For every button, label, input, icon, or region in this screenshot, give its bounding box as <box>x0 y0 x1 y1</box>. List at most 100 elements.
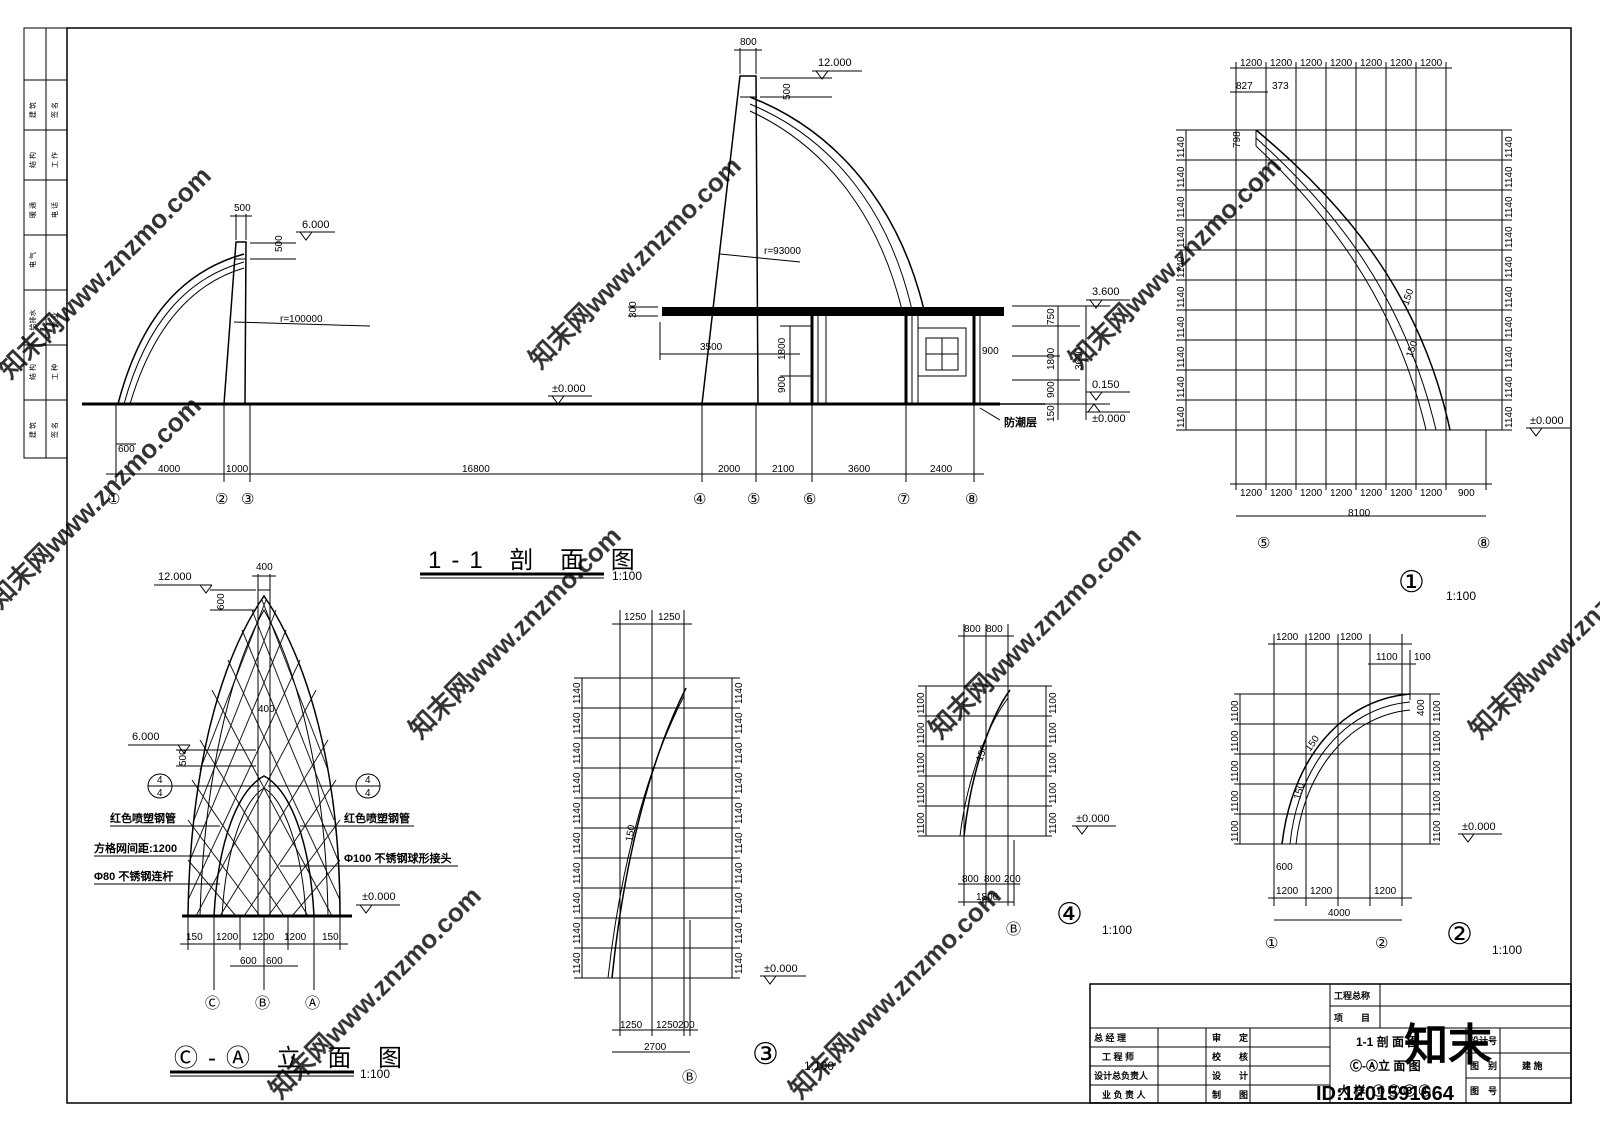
section-1-1: 500 500 6.000 r=100000 800 500 12.000 r=… <box>82 37 1130 583</box>
vdim-900-win: 900 <box>982 346 999 357</box>
svg-text:1200: 1200 <box>1300 488 1323 499</box>
detail4-total: 1800 <box>976 892 999 903</box>
svg-text:1100: 1100 <box>916 812 927 834</box>
svg-text:1140: 1140 <box>734 952 745 974</box>
detail2-arc-c: 400 <box>1416 699 1427 716</box>
tb-role-2: 工 程 师 <box>1102 1051 1134 1062</box>
strip-cell-5: 电 气 <box>28 252 37 268</box>
detail3-bottom-3: 200 <box>678 1020 695 1031</box>
tb-role-4: 业 负 责 人 <box>1102 1089 1147 1100</box>
detail4-axis: Ⓑ <box>1006 921 1021 938</box>
svg-text:1200: 1200 <box>1390 488 1413 499</box>
detail4-bottom-2: 800 <box>984 874 1001 885</box>
svg-text:1140: 1140 <box>1176 166 1187 188</box>
svg-text:1200: 1200 <box>1276 632 1299 643</box>
detail1-top-small: 798 <box>1232 131 1243 148</box>
vdim-150: 150 <box>1046 405 1057 422</box>
svg-text:1140: 1140 <box>572 892 583 914</box>
strip-sub-4: 电 话 <box>50 202 59 218</box>
svg-text:600: 600 <box>266 956 283 967</box>
detail4-label: ④ <box>1056 898 1083 931</box>
detail3-bottom-1: 1250 <box>620 1020 643 1031</box>
elev-top-400: 400 <box>256 562 273 573</box>
svg-text:1100: 1100 <box>1048 782 1059 804</box>
note-left-1: 红色喷塑钢管 <box>110 811 176 825</box>
svg-text:1200: 1200 <box>1308 632 1331 643</box>
svg-text:1100: 1100 <box>1230 820 1241 842</box>
vdim-3600: 3600 <box>1074 347 1085 370</box>
svg-text:1100: 1100 <box>1230 730 1241 752</box>
svg-text:1200: 1200 <box>1374 886 1397 897</box>
svg-text:1140: 1140 <box>1176 136 1187 158</box>
svg-text:1100: 1100 <box>1230 700 1241 722</box>
svg-text:1100: 1100 <box>916 692 927 714</box>
tb-drawing-3: 大 样: ① ② ③ ④ <box>1338 1083 1431 1098</box>
detail3-label: ③ <box>752 1038 779 1071</box>
svg-text:600: 600 <box>1276 862 1293 873</box>
detail-2: 150 150 400 1200 1200 1200 1100 100 1100… <box>1230 632 1522 957</box>
svg-text:1140: 1140 <box>572 772 583 794</box>
layer-note: 防潮层 <box>1004 415 1037 429</box>
svg-text:1100: 1100 <box>1048 812 1059 834</box>
svg-text:1200: 1200 <box>216 932 239 943</box>
svg-text:827: 827 <box>1236 81 1253 92</box>
svg-text:1140: 1140 <box>734 802 745 824</box>
svg-text:1140: 1140 <box>572 922 583 944</box>
detail3-arc: 150 <box>624 824 638 843</box>
svg-text:1100: 1100 <box>1432 730 1443 752</box>
detail3-side-dims: 1140 1140 1140 1140 1140 1140 1140 1140 … <box>572 682 745 974</box>
svg-text:1140: 1140 <box>572 952 583 974</box>
elev-axis-A: Ⓐ <box>305 995 320 1012</box>
axis-6: ⑥ <box>803 491 816 508</box>
detail4-bottom-1: 800 <box>962 874 979 885</box>
title-block: 工程总称 项 目 总 经 理 工 程 师 设计总负责人 业 负 责 人 审 定 … <box>1089 983 1572 1104</box>
tb-right-label-3: 图 号 <box>1470 1086 1497 1096</box>
elev-bottom-dims: 150 1200 1200 1200 150 600 600 <box>186 932 339 967</box>
radius-label-big: r=93000 <box>764 246 801 257</box>
detail4-scale: 1:100 <box>1102 923 1132 937</box>
svg-text:1140: 1140 <box>1176 316 1187 338</box>
detail1-top-dims: 1200 1200 1200 1200 1200 1200 1200 827 3… <box>1236 58 1443 92</box>
svg-text:1100: 1100 <box>916 752 927 774</box>
detail3-top-1: 1250 <box>624 612 647 623</box>
svg-text:1200: 1200 <box>1420 488 1443 499</box>
dim-800-top-big: 800 <box>740 37 757 48</box>
axis-5: ⑤ <box>747 491 760 508</box>
svg-text:1140: 1140 <box>1176 226 1187 248</box>
svg-text:1140: 1140 <box>1504 406 1515 428</box>
left-signature-strip: 建 筑 结 构 给排水 暖 通 电 气 建 筑 结 构 签 名 工 作 电 话 … <box>23 27 68 459</box>
detail2-elev: ±0.000 <box>1462 821 1496 833</box>
svg-text:1200: 1200 <box>1420 58 1443 69</box>
svg-text:1200: 1200 <box>252 932 275 943</box>
canopy-slab <box>662 307 1004 316</box>
svg-text:1200: 1200 <box>1330 58 1353 69</box>
watermark-text: 知末网www.znzmo.com <box>0 160 217 384</box>
tb-project-sub: 项 目 <box>1334 1013 1370 1023</box>
svg-text:1200: 1200 <box>1276 886 1299 897</box>
elev-0150: 0.150 <box>1092 379 1120 391</box>
tb-right-value-2: 建 施 <box>1522 1060 1543 1071</box>
svg-text:1100: 1100 <box>1048 722 1059 744</box>
bottom-dim-2100: 2100 <box>772 464 795 475</box>
dim-600-base: 600 <box>118 444 135 455</box>
axis-7: ⑦ <box>897 491 910 508</box>
axis-8: ⑧ <box>965 491 978 508</box>
detail-3: 150 1250 1250 1140 1140 1140 1140 1140 1… <box>572 610 834 1086</box>
elev-axis-C: Ⓒ <box>205 995 220 1012</box>
svg-text:1140: 1140 <box>1504 226 1515 248</box>
vdim-1800-left: 1800 <box>777 337 788 360</box>
tb-project-label: 工程总称 <box>1334 990 1370 1001</box>
axis-4: ④ <box>693 491 706 508</box>
svg-text:1140: 1140 <box>1504 376 1515 398</box>
strip-sub-7: 工 种 <box>50 364 59 380</box>
svg-text:1200: 1200 <box>1360 488 1383 499</box>
tb-role-1: 总 经 理 <box>1094 1032 1126 1043</box>
svg-text:1140: 1140 <box>572 802 583 824</box>
svg-text:1100: 1100 <box>916 782 927 804</box>
section-scale: 1:100 <box>612 569 642 583</box>
elevation-title: Ⓒ-Ⓐ 立 面 图 <box>174 1045 412 1072</box>
svg-text:1200: 1200 <box>284 932 307 943</box>
svg-text:1200: 1200 <box>1360 58 1383 69</box>
svg-text:1140: 1140 <box>572 862 583 884</box>
